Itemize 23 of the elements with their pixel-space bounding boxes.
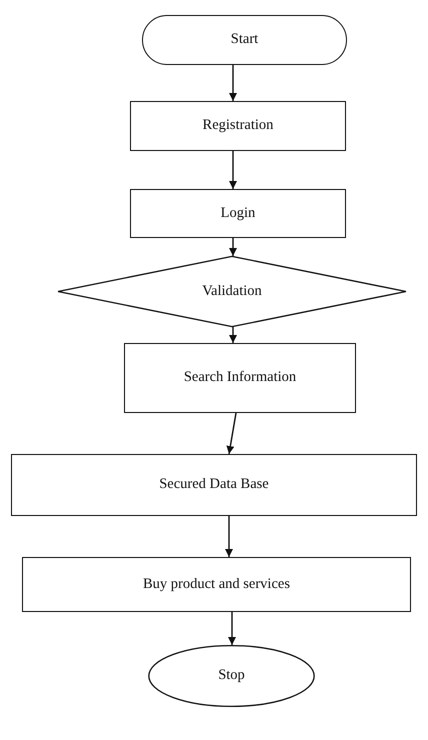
node-label: Registration — [202, 117, 274, 135]
node-label: Stop — [217, 667, 246, 685]
process-box — [130, 101, 346, 151]
arrow — [229, 151, 237, 189]
terminal-shape — [142, 15, 347, 65]
node-label: Start — [230, 31, 260, 49]
node-label: Buy product and services — [142, 576, 291, 594]
node-label: Search Information — [182, 369, 298, 387]
arrow — [229, 327, 237, 343]
node-label: Secured Data Base — [158, 476, 270, 494]
node-label: Login — [220, 204, 256, 222]
arrow — [228, 612, 236, 645]
process-box — [124, 343, 356, 413]
arrow — [225, 516, 233, 557]
arrow — [229, 65, 237, 101]
process-box — [130, 189, 346, 238]
terminal-ellipse — [148, 645, 315, 707]
arrow — [226, 412, 237, 454]
node-label: Validation — [201, 282, 263, 300]
arrow — [229, 238, 237, 256]
process-box — [11, 454, 417, 516]
process-box — [22, 557, 411, 612]
decision-diamond — [57, 256, 407, 327]
